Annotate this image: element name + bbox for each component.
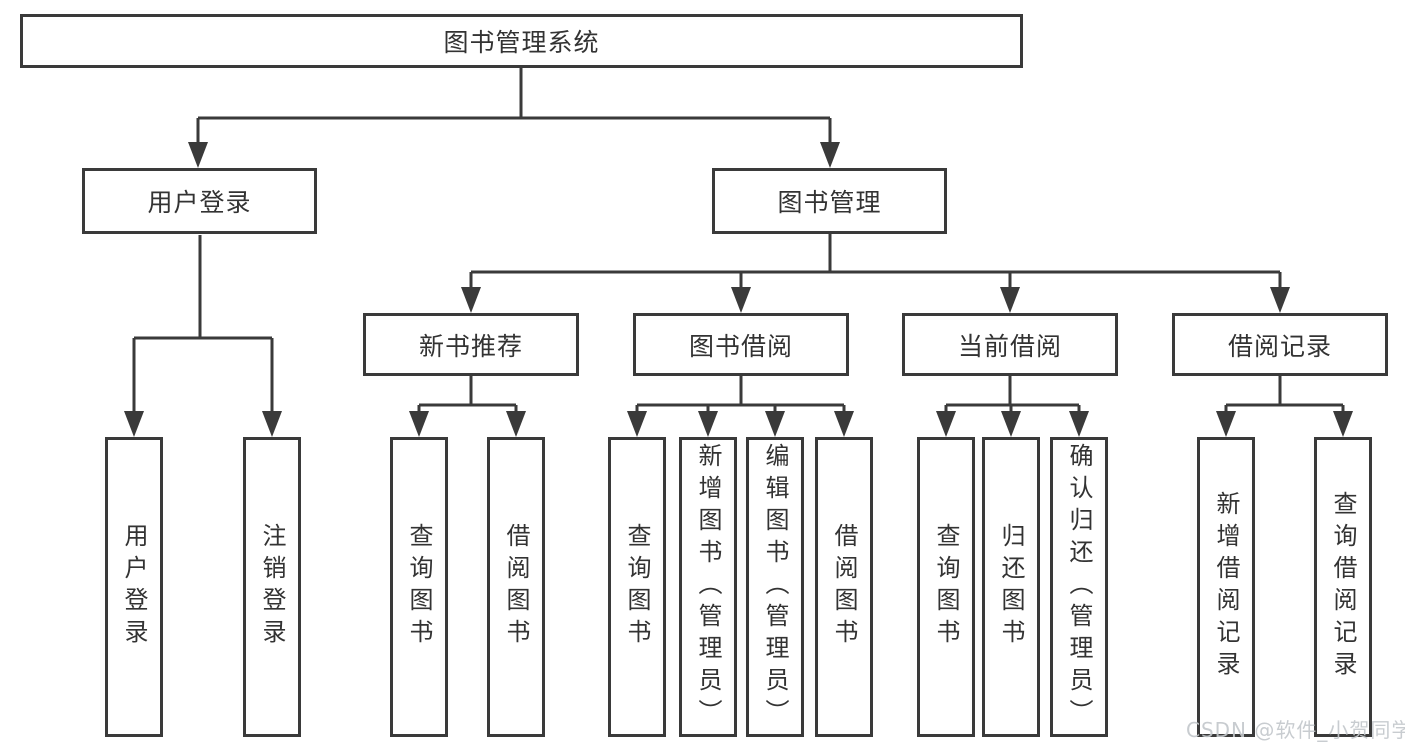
leaf-user-login: 用户登录 — [105, 437, 163, 737]
arrowhead — [698, 411, 718, 437]
connector-new-book-to-leaves — [417, 376, 518, 419]
arrowhead — [834, 411, 854, 437]
leaf-borrow-edit-book-admin-label: 编辑图书（管理员） — [761, 443, 789, 731]
leaf-recommend-query-book-label: 查询图书 — [405, 523, 433, 651]
node-borrow-records: 借阅记录 — [1172, 313, 1388, 376]
leaf-current-confirm-return-admin-label: 确认归还（管理员） — [1065, 443, 1093, 731]
arrowheads — [124, 142, 1353, 437]
leaf-borrow-add-book-admin-label: 新增图书（管理员） — [694, 443, 722, 731]
arrowhead — [1270, 287, 1290, 313]
arrowhead — [461, 287, 481, 313]
leaf-logout: 注销登录 — [243, 437, 301, 737]
node-book-management: 图书管理 — [712, 168, 947, 234]
node-user-login: 用户登录 — [82, 168, 317, 234]
leaf-borrow-query-book-label: 查询图书 — [623, 523, 651, 651]
node-current-borrow: 当前借阅 — [902, 313, 1118, 376]
connector-book-borrow-to-leaves — [635, 376, 846, 419]
leaf-logout-label: 注销登录 — [258, 523, 286, 651]
arrowhead — [409, 411, 429, 437]
leaf-current-query-book-label: 查询图书 — [932, 523, 960, 651]
arrowhead — [820, 142, 840, 168]
arrowhead — [506, 411, 526, 437]
leaf-user-login-label: 用户登录 — [120, 523, 148, 651]
arrowhead — [1216, 411, 1236, 437]
leaf-current-query-book: 查询图书 — [917, 437, 975, 737]
arrowhead — [1000, 287, 1020, 313]
leaf-records-add-record-label: 新增借阅记录 — [1212, 491, 1240, 683]
leaf-current-return-book: 归还图书 — [982, 437, 1040, 737]
node-new-book-recommend: 新书推荐 — [363, 313, 579, 376]
connector-book-mgmt-to-level3 — [469, 234, 1282, 295]
leaf-records-query-record-label: 查询借阅记录 — [1329, 491, 1357, 683]
leaf-current-confirm-return-admin: 确认归还（管理员） — [1050, 437, 1108, 737]
node-root: 图书管理系统 — [20, 14, 1023, 68]
leaf-borrow-edit-book-admin: 编辑图书（管理员） — [746, 437, 804, 737]
leaf-records-add-record: 新增借阅记录 — [1197, 437, 1255, 737]
leaf-borrow-add-book-admin: 新增图书（管理员） — [679, 437, 737, 737]
arrowhead — [765, 411, 785, 437]
node-book-borrow: 图书借阅 — [633, 313, 849, 376]
leaf-recommend-query-book: 查询图书 — [390, 437, 448, 737]
arrowhead — [188, 142, 208, 168]
arrowhead — [1069, 411, 1089, 437]
leaf-borrow-query-book: 查询图书 — [608, 437, 666, 737]
csdn-watermark: CSDN @软件_小贺同学 — [1186, 718, 1405, 742]
arrowhead — [124, 411, 144, 437]
arrowhead — [1001, 411, 1021, 437]
arrowhead — [262, 411, 282, 437]
leaf-borrow-borrow-book-label: 借阅图书 — [830, 523, 858, 651]
leaf-borrow-borrow-book: 借阅图书 — [815, 437, 873, 737]
arrowhead — [1333, 411, 1353, 437]
leaf-records-query-record: 查询借阅记录 — [1314, 437, 1372, 737]
leaf-recommend-borrow-book: 借阅图书 — [487, 437, 545, 737]
arrowhead — [731, 287, 751, 313]
leaf-current-return-book-label: 归还图书 — [997, 523, 1025, 651]
connector-root-to-level2 — [196, 68, 832, 148]
connector-user-login-to-leaves — [132, 235, 274, 419]
arrowhead — [936, 411, 956, 437]
connector-borrow-records-to-leaves — [1224, 376, 1345, 419]
arrowhead — [627, 411, 647, 437]
leaf-recommend-borrow-book-label: 借阅图书 — [502, 523, 530, 651]
